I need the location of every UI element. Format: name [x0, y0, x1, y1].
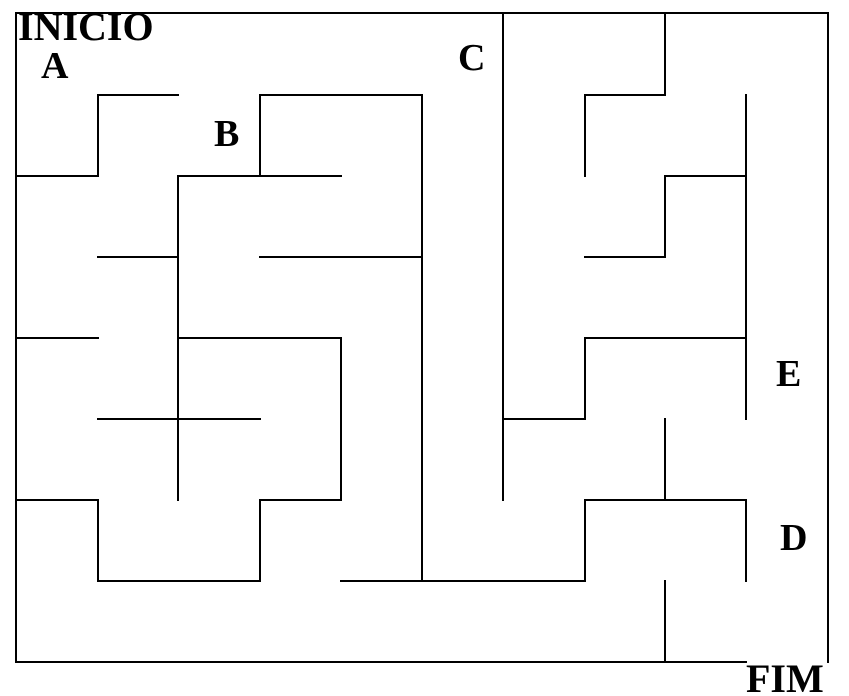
point-a-label: A — [41, 45, 69, 87]
point-d-label: D — [780, 517, 807, 559]
point-e-label: E — [776, 353, 801, 395]
maze-vertical-walls — [97, 12, 747, 663]
start-label: INICIO — [18, 4, 154, 49]
end-label: FIM — [746, 656, 824, 696]
point-b-label: B — [214, 113, 239, 155]
point-c-label: C — [458, 37, 485, 79]
maze-horizontal-walls — [15, 94, 747, 582]
maze-border — [15, 12, 829, 663]
